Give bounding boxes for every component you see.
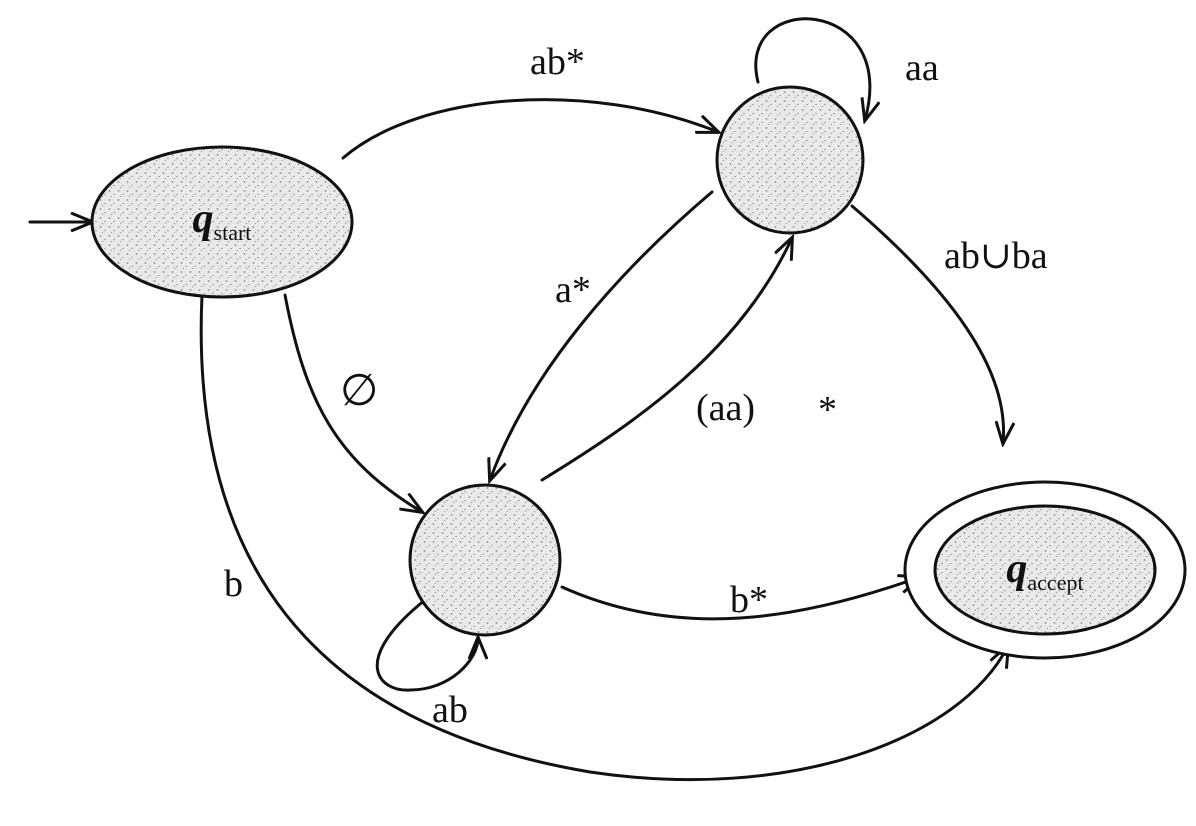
edge-start-to-upper [341, 98, 718, 160]
state-start-subscript: start [214, 220, 252, 245]
edge-start-to-lower [283, 293, 422, 512]
state-lower [408, 483, 562, 637]
label-upper-to-accept: ab∪ba [944, 235, 1048, 277]
svg-text:qstart: qstart [193, 196, 252, 245]
label-lower-self-loop: ab [432, 689, 468, 731]
state-start: qstart [90, 145, 354, 299]
state-accept: qaccept [903, 480, 1187, 660]
label-upper-to-lower: a* [555, 269, 591, 311]
label-lower-to-upper-prefix: (aa) [696, 387, 755, 429]
state-accept-symbol: q [1006, 546, 1027, 592]
label-start-to-upper: ab* [530, 41, 585, 83]
edge-upper-self-loop [754, 17, 870, 120]
label-lower-to-accept: b* [730, 579, 768, 621]
state-accept-subscript: accept [1027, 570, 1083, 595]
edge-start-to-accept [199, 293, 1008, 782]
label-start-to-accept: b [224, 563, 243, 605]
edge-lower-to-accept [560, 577, 920, 621]
edge-lower-self-loop [375, 598, 478, 692]
label-start-to-lower: ∅ [340, 365, 378, 416]
edges [28, 17, 1008, 782]
edge-upper-to-lower [490, 190, 714, 480]
label-upper-self-loop: aa [905, 47, 939, 89]
label-lower-to-upper-star: * [818, 389, 837, 431]
states: qstart qaccept [90, 85, 1187, 660]
state-start-symbol: q [193, 196, 214, 242]
edge-labels: ab* aa ab∪ba a* (aa) * ∅ b* ab b [224, 41, 1048, 731]
state-upper [715, 85, 865, 235]
svg-text:qaccept: qaccept [1006, 546, 1083, 595]
edge-upper-to-accept [850, 204, 1004, 443]
edge-lower-to-upper [540, 238, 792, 482]
